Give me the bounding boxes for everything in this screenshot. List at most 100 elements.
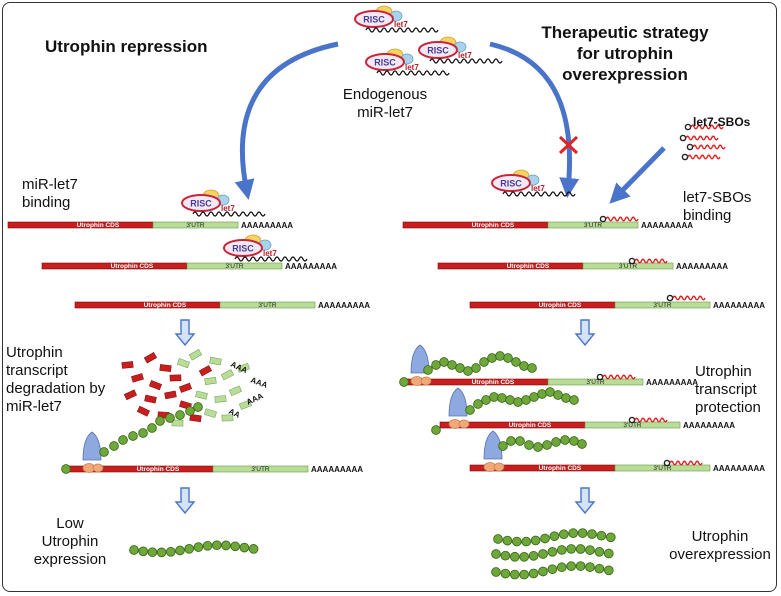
sbo-cap [684,123,692,131]
utr-segment [152,221,239,229]
protein-bead [596,530,607,541]
utrophin-transcript: Utrophin CDS 3'UTR AAAAAAAAA [469,464,765,473]
let7-mirna-strand [192,211,266,217]
risc-label: RISC [363,14,385,24]
protein-bead [521,395,531,405]
cds-label: Utrophin CDS [472,222,515,229]
down-arrow [574,487,596,515]
down-arrow [174,487,196,515]
protein-bead [193,402,203,412]
protein-bead [487,353,497,363]
protein-bead [61,464,71,474]
sbo-wave [672,295,706,301]
polya-tail-label: AAAAAAAAA [713,301,765,310]
protein-bead [431,360,441,370]
degraded-utr-fragment [209,356,222,366]
protein-bead [489,392,499,402]
protein-bead [230,541,241,552]
protein-bead [202,540,213,551]
cds-label: Utrophin CDS [472,379,515,386]
degraded-utr-fragment [195,390,208,400]
degraded-utr-fragment [204,408,217,418]
let7-mirna-strand [429,58,503,64]
utrophin-protein-chain [399,351,537,387]
cds-label: Utrophin CDS [539,302,582,309]
protein-bead [175,410,185,420]
overexpression-label: Utrophin overexpression [669,528,771,563]
utr-label: 3'UTR [653,465,672,472]
protein-bead [503,353,513,363]
risc-ring [491,174,531,192]
polya-tail-label: AAAAAAAAA [241,221,293,230]
let7-label: let7 [531,184,545,193]
let7-label: let7 [221,204,235,213]
cds-label: Utrophin CDS [539,465,582,472]
utr-label: 3'UTR [619,263,638,270]
let7-mirna-strand [234,256,308,262]
ribosome-large-subunit [448,387,468,417]
let7-sbo [686,143,726,151]
protein-bead [505,395,515,405]
mirna-binding-label: miR-let7 binding [22,176,78,211]
utrophin-protein-chain [493,528,616,547]
let7-label: let7 [263,249,277,258]
degraded-utr-fragment [238,399,252,410]
protein-bead [587,529,597,539]
protein-bead [569,436,579,446]
risc-label: RISC [190,198,212,208]
ribosome-small-subunit [92,463,104,473]
sbo-wave [634,258,668,264]
protein-bead [519,552,530,562]
cds-label: Utrophin CDS [77,222,120,229]
utr-segment [582,262,674,270]
protein-bead [185,406,195,416]
protein-bead [603,548,614,559]
protein-bead [594,546,605,557]
risc-ring [354,10,394,28]
protein-bead [528,550,539,561]
protein-bead [211,540,222,551]
utr-segment [186,262,283,270]
degraded-cds-fragment [143,352,158,364]
protein-bead [556,545,567,555]
protein-bead [147,547,158,558]
utrophin-protein-chain [61,402,203,474]
sbo-binding-arrow [609,146,666,204]
protein-bead [575,544,586,554]
protein-bead [605,532,616,543]
protein-bead [569,395,579,405]
protein-bead [502,535,513,546]
cds-label: Utrophin CDS [137,466,180,473]
sbo-cap [663,459,671,467]
risc-ring [181,194,221,212]
utrophin-protein-chain [491,544,614,562]
risc-label: RISC [500,178,522,188]
protein-bead [537,389,547,399]
polya-tail-label: AAAAAAAAA [713,464,765,473]
sbo-title-label: let7-SBOs [693,115,751,129]
risc-ring [223,239,263,257]
sbo-cap [628,257,636,265]
protein-bead [585,545,595,555]
protein-bead [479,357,489,367]
sbo-wave [605,216,639,222]
sbo-cap [596,373,604,381]
sbo-cap [628,416,636,424]
protein-bead [515,436,525,446]
protein-bead [495,351,505,361]
risc-ring [418,41,458,59]
let7-label: let7 [405,63,419,72]
protein-bead [556,562,567,573]
protein-bead [463,366,473,376]
degraded-cds-fragment [169,374,182,382]
protein-bead [533,442,543,452]
let7-mirna-strand [376,70,450,76]
utr-segment [219,301,316,309]
polya-fragment-label: AAA [249,375,269,389]
